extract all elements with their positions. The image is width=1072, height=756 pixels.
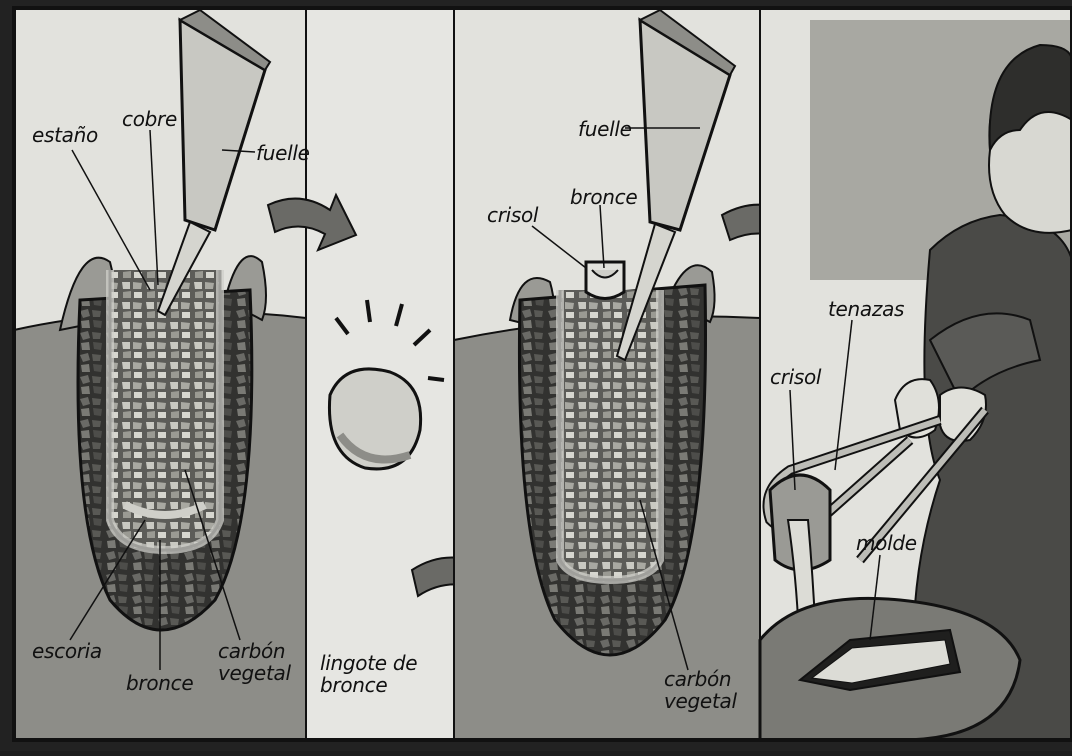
label-escoria: escoria [32,640,102,662]
label-crisol-3: crisol [487,204,538,226]
label-carbon-vegetal-3: carbón vegetal [664,668,734,712]
label-molde: molde [856,532,917,554]
label-bronce-1: bronce [126,672,193,694]
panel-3-crucible [454,8,812,740]
label-fuelle-3: fuelle [578,118,632,140]
label-carbon-vegetal-1: carbón vegetal [218,640,288,684]
label-crisol-4: crisol [770,366,821,388]
label-lingote-de-bronce: lingote de bronce [320,652,440,696]
label-cobre: cobre [122,108,177,130]
label-tenazas: tenazas [828,298,904,320]
label-estano: estaño [32,124,98,146]
label-fuelle-1: fuelle [256,142,310,164]
label-bronce-3: bronce [570,186,637,208]
